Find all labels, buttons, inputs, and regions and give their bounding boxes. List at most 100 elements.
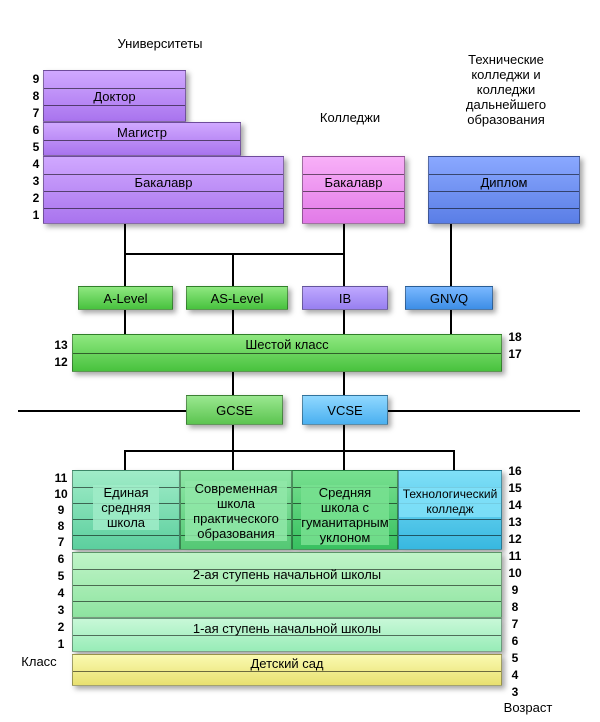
year-number: 5 [32,140,40,154]
connector-line [343,450,345,470]
age-number: 18 [508,330,522,344]
bachelor-college-box: Бакалавр [302,156,405,224]
primary-stage-2-box: 2-ая ступень начальной школы [72,552,502,618]
doctor-label: Доктор [93,89,136,104]
master-box: Магистр [43,122,241,156]
grade-number: 10 [54,487,68,501]
grade-number: 6 [57,552,65,566]
connector-line [232,372,234,395]
ib-box: IB [302,286,388,310]
grade-number: 2 [57,620,65,634]
age-number: 3 [511,685,519,699]
diploma-box: Диплом [428,156,580,224]
connector-line [343,425,345,451]
connector-line [343,372,345,395]
sixth-form-box: Шестой класс [72,334,502,372]
a-level-box: A-Level [78,286,173,310]
age-number: 17 [508,347,522,361]
kindergarten-box: Детский сад [72,654,502,686]
heading-colleges: Колледжи [319,110,381,125]
master-label: Магистр [117,125,167,140]
grade-number: 1 [57,637,65,651]
grade-number: 7 [57,535,65,549]
gnvq-label: GNVQ [429,291,469,306]
as-level-box: AS-Level [186,286,288,310]
divider-line [18,410,186,412]
age-number: 6 [511,634,519,648]
grade-number: 3 [57,603,65,617]
grade-number: 4 [57,586,65,600]
grammar-school-label: Средняя школа с гуманитарным уклоном [301,485,389,545]
ib-label: IB [338,291,352,306]
primary-stage-1-label: 1-ая ступень начальной школы [192,621,382,636]
grade-number: 8 [57,519,65,533]
sixth-form-label: Шестой класс [245,337,329,352]
grade-number: 9 [57,503,65,517]
year-number: 6 [32,123,40,137]
age-number: 12 [508,532,522,546]
age-number: 7 [511,617,519,631]
kindergarten-label: Детский сад [250,656,324,671]
connector-line [124,450,455,452]
connector-line [124,450,126,470]
connector-line [124,224,126,254]
doctor-box: Доктор [43,70,186,122]
age-number: 5 [511,651,519,665]
year-number: 9 [32,72,40,86]
grade-number: 11 [54,471,68,485]
modern-school-box: Современная школа практического образова… [180,470,292,550]
gcse-box: GCSE [186,395,283,425]
age-number: 11 [508,549,522,563]
connector-line [232,425,234,451]
year-number: 8 [32,89,40,103]
connector-line [124,253,126,286]
age-number: 13 [508,515,522,529]
age-number: 10 [508,566,522,580]
year-number: 2 [32,191,40,205]
connector-line [232,310,234,334]
bachelor-college-label: Бакалавр [324,175,383,190]
grade-number: 13 [54,338,68,352]
connector-line [124,310,126,334]
as-level-label: AS-Level [210,291,264,306]
class-axis-label: Класс [21,654,57,669]
age-axis-label: Возраст [503,700,553,715]
connector-line [343,253,345,286]
primary-stage-1-box: 1-ая ступень начальной школы [72,618,502,652]
technical-college-label: Технологический колледж [399,487,501,517]
comprehensive-school-label: Единая средняя школа [93,485,159,530]
bachelor-university-label: Бакалавр [134,175,193,190]
grammar-school-box: Средняя школа с гуманитарным уклоном [292,470,398,550]
vcse-box: VCSE [302,395,388,425]
age-number: 8 [511,600,519,614]
connector-line [343,224,345,254]
age-number: 16 [508,464,522,478]
modern-school-label: Современная школа практического образова… [185,481,287,541]
age-number: 9 [511,583,519,597]
bachelor-university-box: Бакалавр [43,156,284,224]
year-number: 7 [32,106,40,120]
grade-number: 12 [54,355,68,369]
primary-stage-2-label: 2-ая ступень начальной школы [192,567,382,582]
age-number: 14 [508,498,522,512]
year-number: 3 [32,174,40,188]
connector-line [453,450,455,470]
year-number: 4 [32,157,40,171]
diploma-label: Диплом [480,175,528,190]
technical-college-box: Технологический колледж [398,470,502,550]
connector-line [450,310,452,334]
vcse-label: VCSE [327,403,363,418]
comprehensive-school-box: Единая средняя школа [72,470,180,550]
connector-line [343,310,345,334]
age-number: 15 [508,481,522,495]
heading-universities: Университеты [117,36,203,51]
connector-line [450,224,452,286]
heading-technical-colleges: Технические колледжи и колледжи дальнейш… [465,52,547,127]
connector-line [232,253,234,286]
year-number: 1 [32,208,40,222]
connector-line [124,253,345,255]
a-level-label: A-Level [103,291,148,306]
connector-line [232,450,234,470]
grade-number: 5 [57,569,65,583]
divider-line [388,410,580,412]
